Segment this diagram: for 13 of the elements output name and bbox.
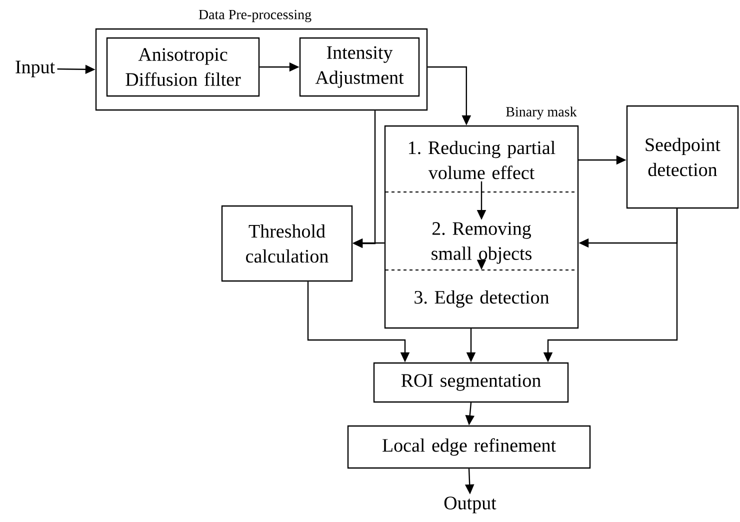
process-box: ROI segmentation (373, 362, 569, 403)
process-box: Threshold calculation (221, 205, 353, 282)
process-box: Anisotropic Diffusion filter (106, 37, 260, 97)
node-label: Binary mask (506, 106, 577, 120)
flow-label: Output (444, 496, 496, 514)
flow-label: Input (16, 60, 55, 78)
process-box: Seedpoint detection (626, 105, 739, 209)
step-text: 3. Edge detection (414, 290, 549, 308)
node-label: Data Pre-processing (198, 10, 312, 22)
step-text: 1. Reducing partial volume effect (409, 140, 556, 180)
process-box: Local edge refinement (347, 425, 591, 469)
step-text: 2. Removing small objects (432, 222, 532, 264)
process-box: Intensity Adjustment (299, 37, 420, 97)
